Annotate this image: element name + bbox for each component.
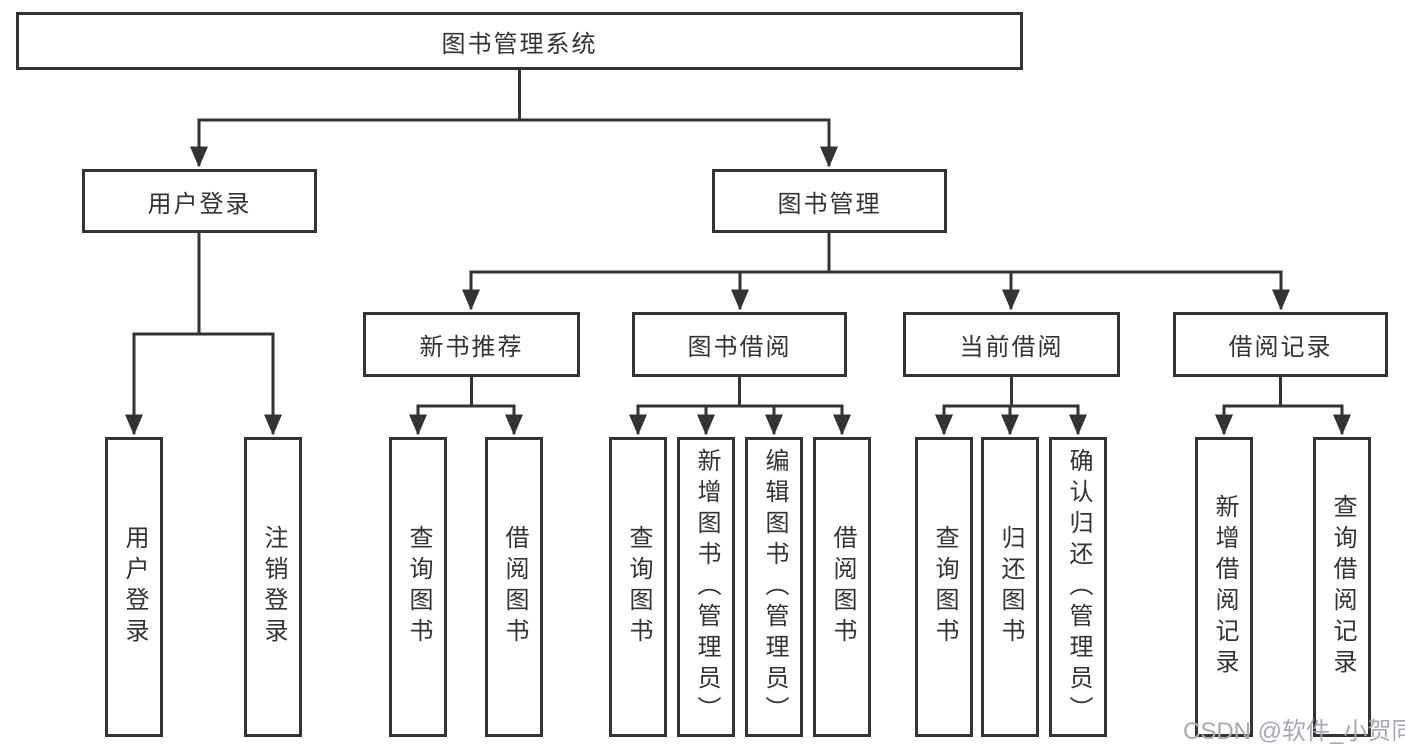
leaf-label: 用户登录	[121, 525, 148, 649]
node-borrow-records: 借阅记录	[1173, 312, 1388, 377]
csdn-watermark: CSDN @软件_小贺同学	[1183, 718, 1405, 745]
leaf-borrow-borrow-books: 借阅图书	[813, 437, 871, 737]
leaf-label: 借阅图书	[829, 525, 856, 649]
node-book-borrow: 图书借阅	[632, 312, 847, 377]
leaf-current-query-books: 查询图书	[915, 437, 973, 737]
leaf-label: 借阅图书	[501, 525, 528, 649]
leaf-label: 注销登录	[260, 525, 287, 649]
node-book-management: 图书管理	[712, 169, 947, 233]
leaf-borrow-query-books: 查询图书	[609, 437, 667, 737]
leaf-logout: 注销登录	[244, 437, 302, 737]
leaf-user-login: 用户登录	[105, 437, 163, 737]
leaf-label: 查询图书	[931, 525, 958, 649]
leaf-label: 查询图书	[625, 525, 652, 649]
node-root: 图书管理系统	[16, 12, 1023, 70]
leaf-label: 编辑图书（管理员）	[761, 447, 788, 727]
node-user-login: 用户登录	[82, 169, 317, 233]
node-current-borrow: 当前借阅	[903, 312, 1120, 377]
leaf-newbook-query-books: 查询图书	[389, 437, 447, 737]
leaf-label: 新增图书（管理员）	[693, 447, 720, 727]
leaf-records-add-record: 新增借阅记录	[1195, 437, 1253, 737]
leaf-label: 查询图书	[405, 525, 432, 649]
leaf-borrow-edit-books-admin: 编辑图书（管理员）	[745, 437, 803, 737]
leaf-current-confirm-return-admin: 确认归还（管理员）	[1049, 437, 1107, 737]
leaf-newbook-borrow-books: 借阅图书	[485, 437, 543, 737]
leaf-label: 查询借阅记录	[1329, 494, 1356, 680]
leaf-records-query-record: 查询借阅记录	[1313, 437, 1371, 737]
leaf-current-return-books: 归还图书	[981, 437, 1039, 737]
leaf-label: 新增借阅记录	[1211, 494, 1238, 680]
leaf-borrow-add-books-admin: 新增图书（管理员）	[677, 437, 735, 737]
leaf-label: 归还图书	[997, 525, 1024, 649]
node-new-book-recommend: 新书推荐	[363, 312, 580, 377]
leaf-label: 确认归还（管理员）	[1065, 447, 1092, 727]
